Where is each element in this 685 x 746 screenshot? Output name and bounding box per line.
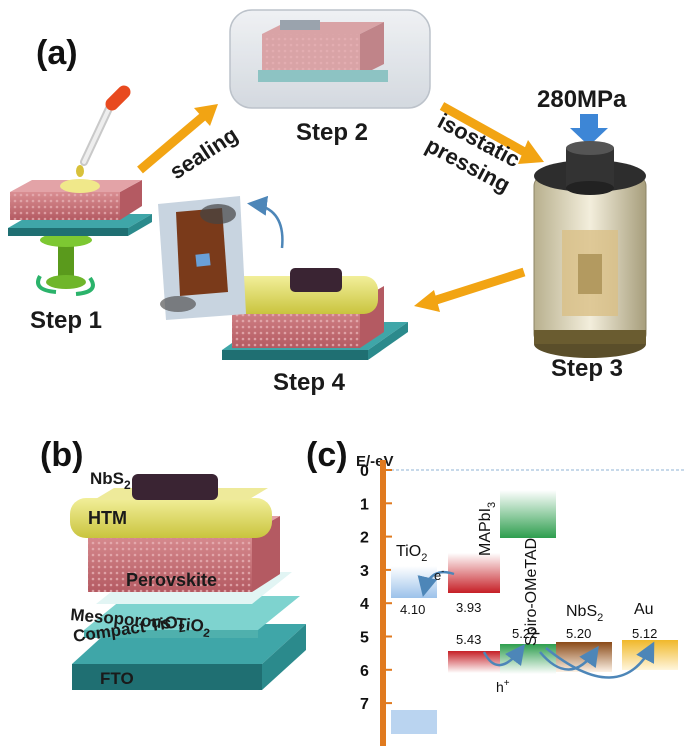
spiro-lumo-bar [500, 490, 556, 538]
step4-device [222, 268, 408, 360]
au-bar [622, 640, 678, 670]
pressing-arrow [439, 102, 544, 164]
tio2-cb-bar [391, 566, 437, 598]
fto-layer-label: FTO [100, 669, 134, 688]
energy-tick-label: 0 [360, 463, 369, 480]
mapbi3-cb-bar [448, 553, 500, 593]
tio2-vb-bar [391, 710, 437, 734]
perovskite-layer-label: Perovskite [126, 570, 217, 590]
energy-tick-label: 7 [360, 696, 369, 713]
panel-a-label: (a) [36, 34, 78, 72]
tio2-cb-value: 4.10 [400, 602, 425, 617]
step1-label: Step 1 [30, 307, 102, 334]
step4-label: Step 4 [273, 369, 346, 396]
energy-axis [380, 460, 386, 746]
energy-tick-label: 4 [360, 596, 369, 613]
panel-b-label: (b) [40, 436, 83, 474]
pressure-label: 280MPa [537, 86, 627, 113]
spiro-homo-value: 5.22 [512, 626, 537, 641]
step3-press [533, 141, 647, 358]
energy-tick-label: 2 [360, 530, 369, 547]
hole-label: h+ [496, 678, 510, 695]
charge-transfer-arrows [417, 570, 655, 679]
electron-label: e- [434, 566, 444, 583]
sealing-arrow [137, 104, 218, 174]
energy-tick-label: 6 [360, 663, 369, 680]
device-stack-exploded [70, 474, 306, 690]
step2-bag [229, 9, 431, 109]
spiro-label: Spiro-OMeTAD [523, 538, 540, 646]
step3-to-step4-arrow [414, 267, 526, 312]
nbs2-layer-label: NbS2 [90, 469, 131, 492]
panel-c-label: (c) [306, 436, 348, 474]
sealing-label: sealing [165, 122, 242, 184]
step2-label: Step 2 [296, 119, 368, 146]
energy-axis-ticks: 0 1 2 3 4 5 6 7 [360, 463, 392, 713]
nbs2-value: 5.20 [566, 626, 591, 641]
energy-tick-label: 5 [360, 630, 369, 647]
au-value: 5.12 [632, 626, 657, 641]
nbs2-label: NbS2 [566, 603, 603, 624]
curved-arrow-icon [247, 195, 284, 249]
step3-label: Step 3 [551, 355, 623, 382]
energy-tick-label: 3 [360, 563, 369, 580]
mapbi3-label: MAPbI3 [477, 502, 498, 556]
tio2-label: TiO2 [396, 543, 427, 564]
au-label: Au [634, 601, 654, 618]
step1-device [8, 179, 152, 296]
nbs2-bar [556, 642, 612, 672]
dropper-icon [76, 85, 131, 177]
mapbi3-vb-value: 5.43 [456, 632, 481, 647]
press-arrow-icon [570, 114, 608, 146]
vial-photo [158, 196, 246, 320]
htm-layer-label: HTM [88, 508, 127, 528]
energy-tick-label: 1 [360, 496, 369, 513]
mapbi3-cb-value: 3.93 [456, 600, 481, 615]
